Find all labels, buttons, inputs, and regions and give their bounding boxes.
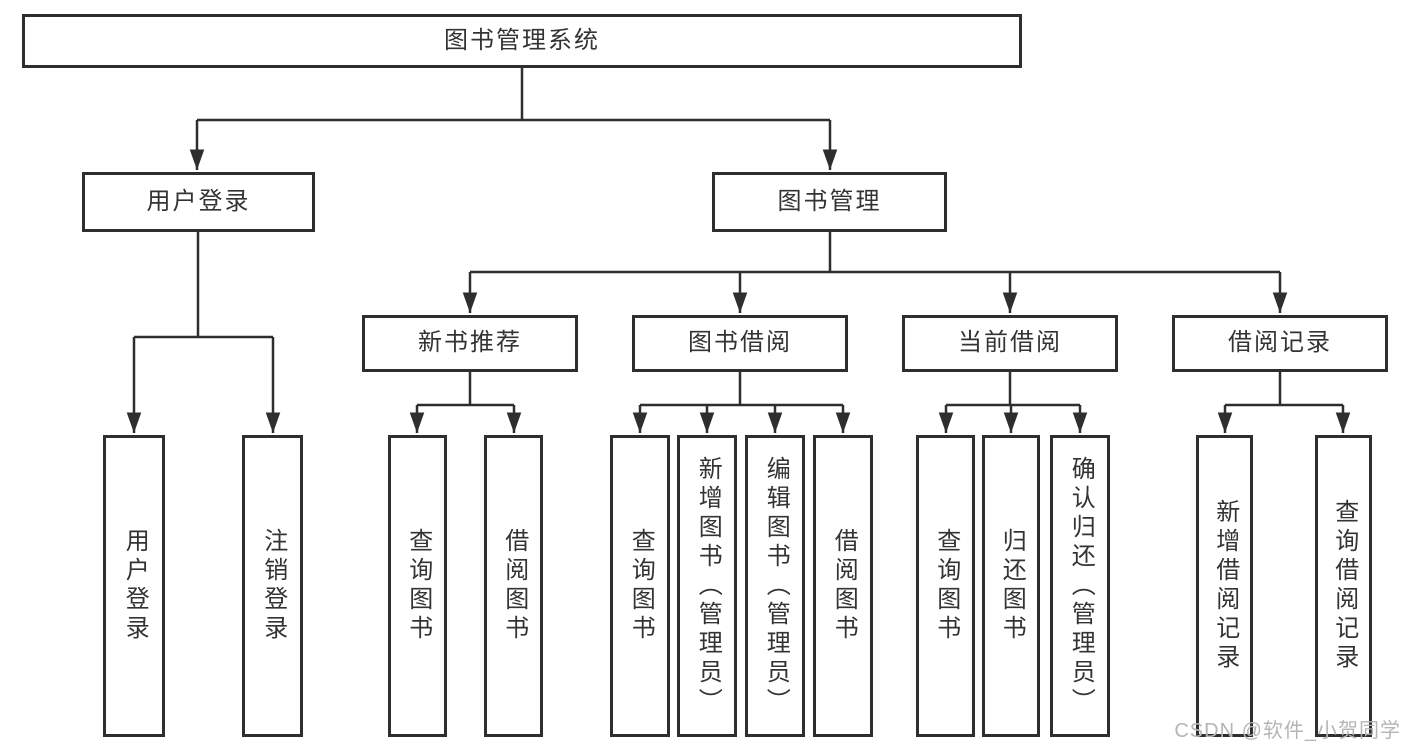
node-leaf-confirm-return-admin: 确认归还（管理员） — [1050, 435, 1110, 737]
node-leaf-query-books-recommend: 查询图书 — [388, 435, 447, 737]
node-leaf-add-books-admin: 新增图书（管理员） — [677, 435, 737, 737]
node-book-management: 图书管理 — [712, 172, 947, 232]
node-user-login: 用户登录 — [82, 172, 315, 232]
node-leaf-query-books-borrowing: 查询图书 — [610, 435, 670, 737]
node-root-system: 图书管理系统 — [22, 14, 1022, 68]
node-leaf-borrow-books-borrowing: 借阅图书 — [813, 435, 873, 737]
node-leaf-borrow-books-recommend: 借阅图书 — [484, 435, 543, 737]
node-current-borrowing: 当前借阅 — [902, 315, 1118, 372]
node-leaf-query-books-current: 查询图书 — [916, 435, 975, 737]
node-leaf-user-login: 用户登录 — [103, 435, 165, 737]
csdn-watermark: CSDN @软件_小贺同学 — [1174, 720, 1401, 742]
node-leaf-logout: 注销登录 — [242, 435, 303, 737]
node-leaf-edit-books-admin: 编辑图书（管理员） — [745, 435, 805, 737]
node-borrowing-records: 借阅记录 — [1172, 315, 1388, 372]
node-leaf-add-borrow-record: 新增借阅记录 — [1196, 435, 1253, 737]
node-book-borrowing: 图书借阅 — [632, 315, 848, 372]
node-leaf-return-books: 归还图书 — [982, 435, 1040, 737]
node-leaf-query-borrow-record: 查询借阅记录 — [1315, 435, 1372, 737]
node-new-book-recommend: 新书推荐 — [362, 315, 578, 372]
